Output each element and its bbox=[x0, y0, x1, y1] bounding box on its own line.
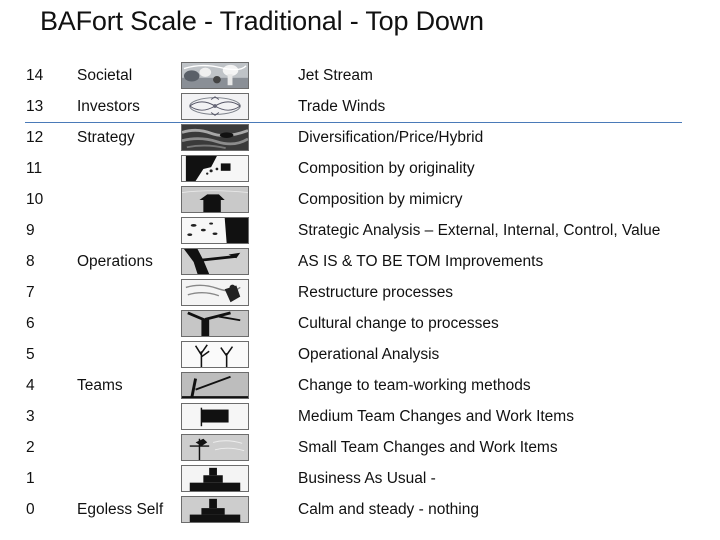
table-row: 7 Restructure processes bbox=[0, 279, 720, 310]
level-number: 5 bbox=[26, 346, 35, 363]
level-number: 0 bbox=[26, 501, 35, 518]
leaning-branch-image bbox=[181, 372, 249, 399]
level-description: Restructure processes bbox=[298, 284, 454, 301]
level-number: 7 bbox=[26, 284, 35, 301]
level-description: Business As Usual - bbox=[298, 470, 436, 487]
level-number: 4 bbox=[26, 377, 35, 394]
level-number: 9 bbox=[26, 222, 35, 239]
level-number: 6 bbox=[26, 315, 35, 332]
level-description: AS IS & TO BE TOM Improvements bbox=[298, 253, 544, 270]
level-description: Cultural change to processes bbox=[298, 315, 499, 332]
still-chimney-image bbox=[181, 496, 249, 523]
flag-image bbox=[181, 403, 249, 430]
table-row: 5 Operational Analysis bbox=[0, 341, 720, 372]
table-row: 1 Business As Usual - bbox=[0, 465, 720, 496]
level-category: Investors bbox=[77, 98, 140, 115]
tree-silhouette-image bbox=[181, 186, 249, 213]
trade-winds-image bbox=[181, 93, 249, 120]
level-number: 13 bbox=[26, 98, 44, 115]
level-description: Diversification/Price/Hybrid bbox=[298, 129, 484, 146]
table-row: 4 Teams Change to team-working methods bbox=[0, 372, 720, 403]
level-number: 1 bbox=[26, 470, 35, 487]
table-row: 12 Strategy Diversification/Price/Hybrid bbox=[0, 124, 720, 155]
page-title: BAFort Scale - Traditional - Top Down bbox=[40, 6, 484, 36]
level-number: 3 bbox=[26, 408, 35, 425]
table-row: 0 Egoless Self Calm and steady - nothing bbox=[0, 496, 720, 527]
table-row: 6 Cultural change to processes bbox=[0, 310, 720, 341]
level-description: Jet Stream bbox=[298, 67, 373, 84]
level-number: 12 bbox=[26, 129, 44, 146]
scattered-leaves-image bbox=[181, 217, 249, 244]
level-category: Egoless Self bbox=[77, 501, 164, 518]
branch-bird-image bbox=[181, 248, 249, 275]
level-description: Trade Winds bbox=[298, 98, 386, 115]
wind-gust-image bbox=[181, 279, 249, 306]
table-row: 10 Composition by mimicry bbox=[0, 186, 720, 217]
tree-branches-image bbox=[181, 310, 249, 337]
level-description: Small Team Changes and Work Items bbox=[298, 439, 558, 456]
jet-stream-image bbox=[181, 62, 249, 89]
level-number: 11 bbox=[26, 160, 43, 177]
level-category: Operations bbox=[77, 253, 153, 270]
level-description: Calm and steady - nothing bbox=[298, 501, 479, 518]
level-description: Change to team-working methods bbox=[298, 377, 531, 394]
table-row: 13 Investors Trade Winds bbox=[0, 93, 720, 124]
table-row: 9 Strategic Analysis – External, Interna… bbox=[0, 217, 720, 248]
level-description: Operational Analysis bbox=[298, 346, 440, 363]
weathervane-image bbox=[181, 434, 249, 461]
bare-twigs-image bbox=[181, 341, 249, 368]
level-number: 14 bbox=[26, 67, 44, 84]
level-description: Composition by mimicry bbox=[298, 191, 463, 208]
table-row: 11 Composition by originality bbox=[0, 155, 720, 186]
storm-clouds-image bbox=[181, 124, 249, 151]
level-number: 8 bbox=[26, 253, 35, 270]
level-description: Medium Team Changes and Work Items bbox=[298, 408, 574, 425]
table-row: 3 Medium Team Changes and Work Items bbox=[0, 403, 720, 434]
section-divider bbox=[25, 122, 682, 123]
scale-table: 14 Societal Jet Stream 13 Investors bbox=[0, 62, 720, 527]
level-number: 2 bbox=[26, 439, 35, 456]
table-row: 14 Societal Jet Stream bbox=[0, 62, 720, 93]
level-description: Composition by originality bbox=[298, 160, 475, 177]
leaves-in-wind-image bbox=[181, 155, 249, 182]
level-category: Teams bbox=[77, 377, 123, 394]
table-row: 8 Operations AS IS & TO BE TOM Improveme… bbox=[0, 248, 720, 279]
chimney-smoke-image bbox=[181, 465, 249, 492]
table-row: 2 Small Team Changes and Work Items bbox=[0, 434, 720, 465]
level-category: Strategy bbox=[77, 129, 135, 146]
level-description: Strategic Analysis – External, Internal,… bbox=[298, 222, 661, 239]
level-category: Societal bbox=[77, 67, 133, 84]
level-number: 10 bbox=[26, 191, 44, 208]
